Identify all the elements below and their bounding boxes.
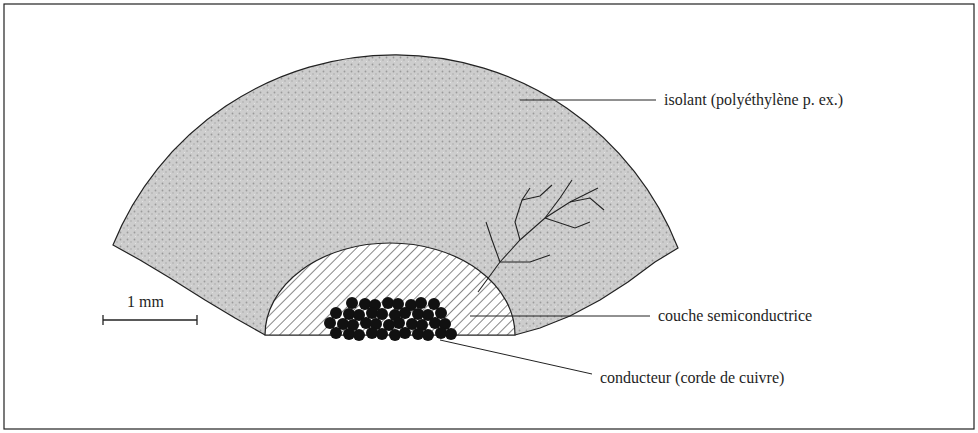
- insulation-label: isolant (polyéthylène p. ex.): [664, 91, 843, 109]
- leader-lines: [440, 100, 656, 374]
- copper-strand: [435, 307, 447, 319]
- copper-strands: [324, 297, 457, 341]
- copper-strand: [393, 317, 405, 329]
- conductor-label: conducteur (corde de cuivre): [600, 369, 784, 387]
- frame: [4, 4, 974, 429]
- copper-strand: [422, 329, 434, 341]
- scale-label: 1 mm: [127, 293, 164, 311]
- copper-strand: [399, 327, 411, 339]
- copper-strand: [399, 307, 411, 319]
- copper-strand: [376, 308, 388, 320]
- copper-strand: [415, 297, 427, 309]
- copper-strand: [353, 329, 365, 341]
- insulation-sector: [113, 55, 678, 335]
- copper-strand: [324, 317, 336, 329]
- copper-strand: [330, 327, 342, 339]
- copper-strand: [389, 329, 401, 341]
- semiconducting-layer: [265, 243, 515, 335]
- scale-bar: [103, 315, 197, 325]
- copper-strand: [330, 307, 342, 319]
- copper-strand: [445, 328, 457, 340]
- copper-strand: [346, 297, 358, 309]
- semiconductor-label: couche semiconductrice: [658, 307, 812, 325]
- copper-strand: [376, 328, 388, 340]
- electrical-tree: [478, 180, 604, 292]
